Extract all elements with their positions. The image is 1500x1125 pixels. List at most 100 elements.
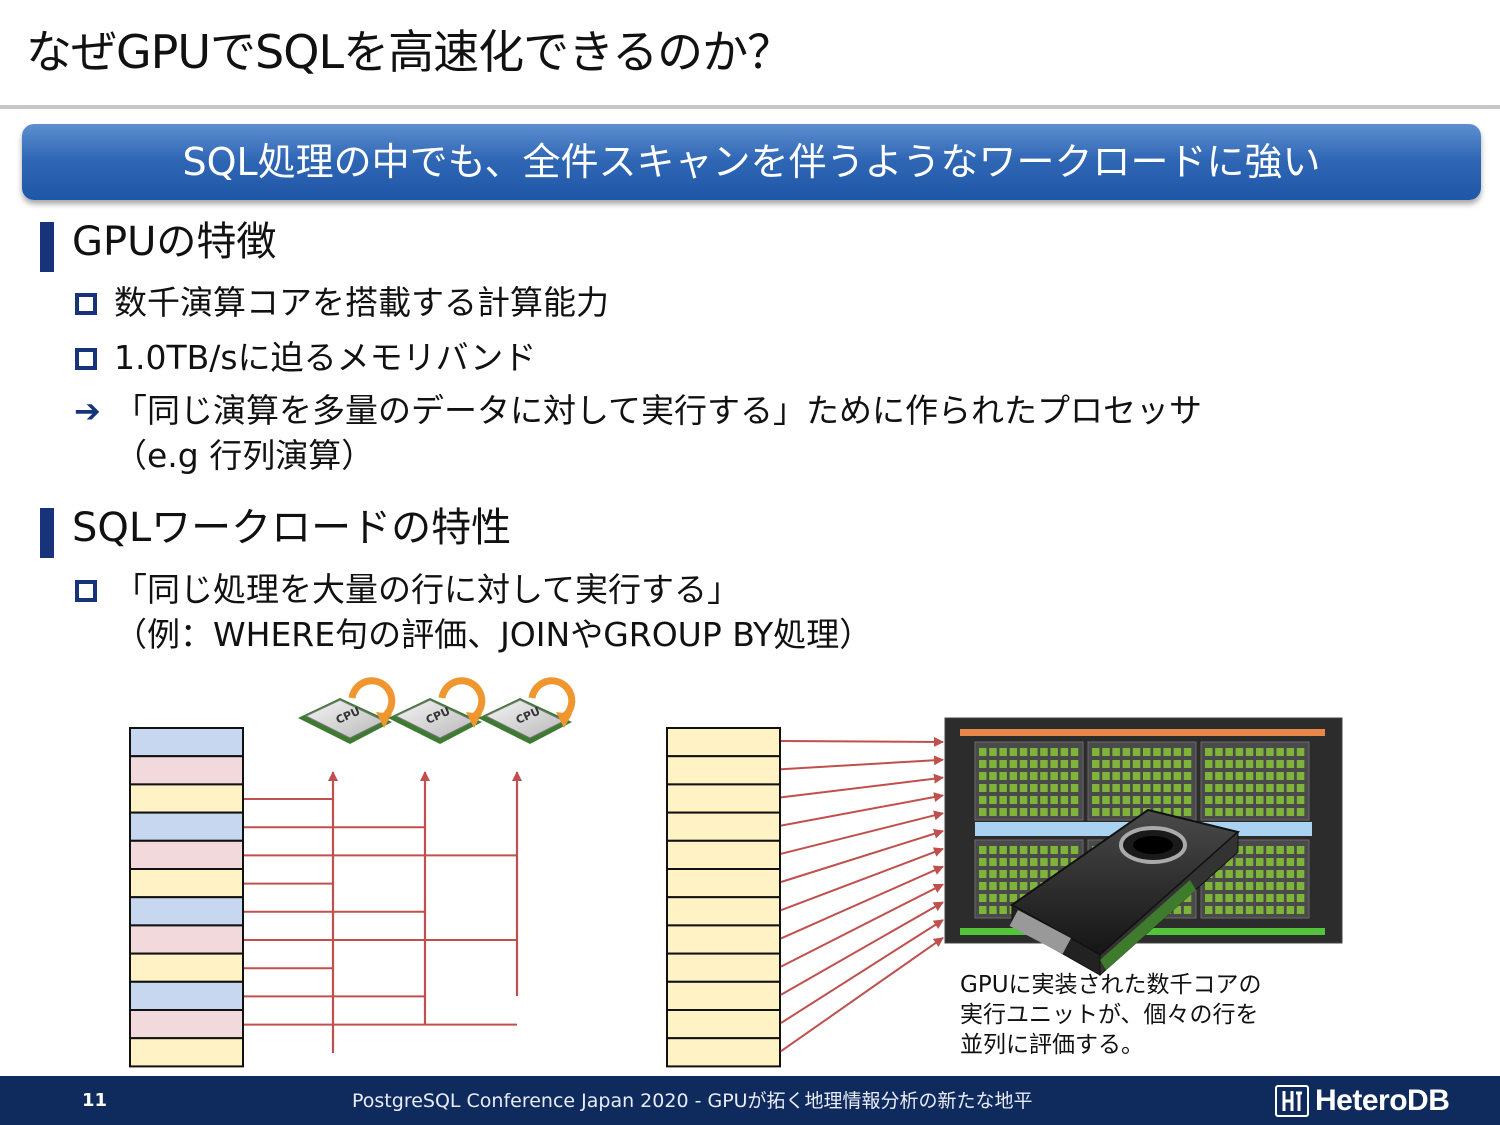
cuda-core-cell: [1245, 906, 1254, 914]
cuda-core-cell: [1215, 808, 1223, 816]
cuda-core-cell: [1173, 796, 1182, 804]
cuda-core-cell: [999, 870, 1007, 878]
cuda-core-cell: [1040, 760, 1048, 768]
cuda-core-cell: [1030, 870, 1038, 878]
cuda-core-cell: [1122, 808, 1131, 816]
cuda-core-cell: [1296, 808, 1305, 816]
cuda-core-cell: [1235, 748, 1244, 756]
cuda-core-cell: [1173, 772, 1182, 780]
cuda-core-cell: [1153, 784, 1161, 792]
cuda-core-cell: [1019, 796, 1028, 804]
cuda-core-cell: [1153, 748, 1161, 756]
row-to-core-arrow: [780, 919, 944, 1024]
row-to-core-arrow: [780, 936, 944, 1053]
cuda-core-cell: [1009, 870, 1018, 878]
row-to-core-arrow: [780, 828, 944, 883]
cuda-core-cell: [1256, 748, 1264, 756]
table-row-cell: [666, 952, 781, 983]
cpu-row-arrows: [244, 771, 522, 1053]
cycle-arrow-icon: [348, 677, 396, 722]
gpu-caption: GPUに実装された数千コアの 実行ユニットが、個々の行を 並列に評価する。: [960, 970, 1262, 1060]
cuda-core-cell: [1092, 772, 1100, 780]
cuda-core-cell: [1235, 846, 1244, 854]
cuda-core-cell: [1019, 760, 1028, 768]
gpu-card-icon: [1009, 808, 1241, 977]
cuda-core-cell: [1019, 748, 1028, 756]
cuda-core-cell: [989, 882, 997, 890]
cuda-core-cell: [1040, 846, 1048, 854]
cuda-core-cell: [989, 858, 997, 866]
table-row-cell: [666, 839, 781, 870]
gpu-caption-line: GPUに実装された数千コアの: [960, 972, 1262, 998]
cpu-chip-icon: CPU: [478, 677, 576, 744]
cuda-core-cell: [1030, 784, 1038, 792]
cuda-core-cell: [1266, 772, 1274, 780]
cuda-core-cell: [1286, 894, 1295, 902]
cuda-core-cell: [1205, 808, 1213, 816]
cuda-core-cell: [1040, 748, 1048, 756]
footer-text: PostgreSQL Conference Japan 2020 - GPUが拓…: [352, 1090, 1033, 1112]
gpu-die-band: [960, 729, 1325, 736]
cuda-core-cell: [999, 772, 1007, 780]
cuda-core-cell: [1173, 808, 1182, 816]
cuda-core-cell: [979, 796, 987, 804]
cuda-core-cell: [989, 894, 997, 902]
cuda-core-cell: [1235, 906, 1244, 914]
cuda-core-cell: [1245, 760, 1254, 768]
cuda-core-cell: [1153, 760, 1161, 768]
cuda-core-cell: [1143, 784, 1151, 792]
cuda-core-cell: [1050, 858, 1058, 866]
cuda-core-cell: [1296, 882, 1305, 890]
cuda-core-cell: [1225, 808, 1233, 816]
table-row-cell: [666, 896, 781, 927]
cuda-core-cell: [1050, 870, 1058, 878]
gpu-caption-line: 並列に評価する。: [960, 1032, 1144, 1058]
cuda-core-cell: [979, 846, 987, 854]
cuda-core-cell: [1173, 906, 1182, 914]
table-row-cell: [666, 811, 781, 842]
table-row-cell: [129, 924, 244, 955]
bullet-text-continuation: （例：WHERE句の評価、JOINやGROUP BY処理）: [114, 615, 873, 654]
logo-text: HeteroDB: [1315, 1084, 1450, 1117]
cuda-core-cell: [1009, 760, 1018, 768]
cuda-core-cell: [1092, 748, 1100, 756]
cuda-core-cell: [1050, 784, 1058, 792]
cuda-core-cell: [989, 906, 997, 914]
cuda-core-cell: [1296, 748, 1305, 756]
cuda-core-cell: [1163, 784, 1171, 792]
cuda-core-cell: [1092, 808, 1100, 816]
cuda-core-cell: [1092, 784, 1100, 792]
cuda-core-cell: [999, 906, 1007, 914]
row-to-core-arrow: [780, 810, 944, 855]
cuda-core-cell: [1163, 760, 1171, 768]
cuda-core-cell: [1256, 796, 1264, 804]
gpu-table-rows: [666, 727, 781, 1068]
cuda-core-cell: [1009, 846, 1018, 854]
cuda-core-cell: [1163, 796, 1171, 804]
row-to-core-arrow: [780, 901, 944, 996]
cuda-core-cell: [1050, 808, 1058, 816]
cuda-core-cell: [1102, 808, 1110, 816]
cuda-core-cell: [1245, 772, 1254, 780]
cycle-arrow-head: [556, 712, 572, 728]
cuda-core-cell: [979, 772, 987, 780]
cuda-core-cell: [1266, 796, 1274, 804]
cuda-core-cell: [989, 760, 997, 768]
cuda-core-cell: [1205, 894, 1213, 902]
cuda-core-cell: [1245, 846, 1254, 854]
cuda-core-cell: [1225, 870, 1233, 878]
square-bullet-icon: [75, 580, 97, 602]
cuda-core-cell: [999, 846, 1007, 854]
cuda-core-cell: [1009, 772, 1018, 780]
table-row-cell: [129, 980, 244, 1011]
row-to-core-arrow: [780, 792, 944, 827]
cuda-core-cell: [1030, 748, 1038, 756]
cuda-core-cell: [1143, 772, 1151, 780]
cuda-core-cell: [1256, 858, 1264, 866]
section-heading-sql: SQLワークロードの特性: [72, 505, 512, 551]
cuda-core-cell: [1030, 760, 1038, 768]
cuda-core-cell: [1296, 796, 1305, 804]
cuda-core-cell: [1215, 906, 1223, 914]
cuda-core-cell: [1225, 894, 1233, 902]
cuda-core-cell: [1205, 784, 1213, 792]
